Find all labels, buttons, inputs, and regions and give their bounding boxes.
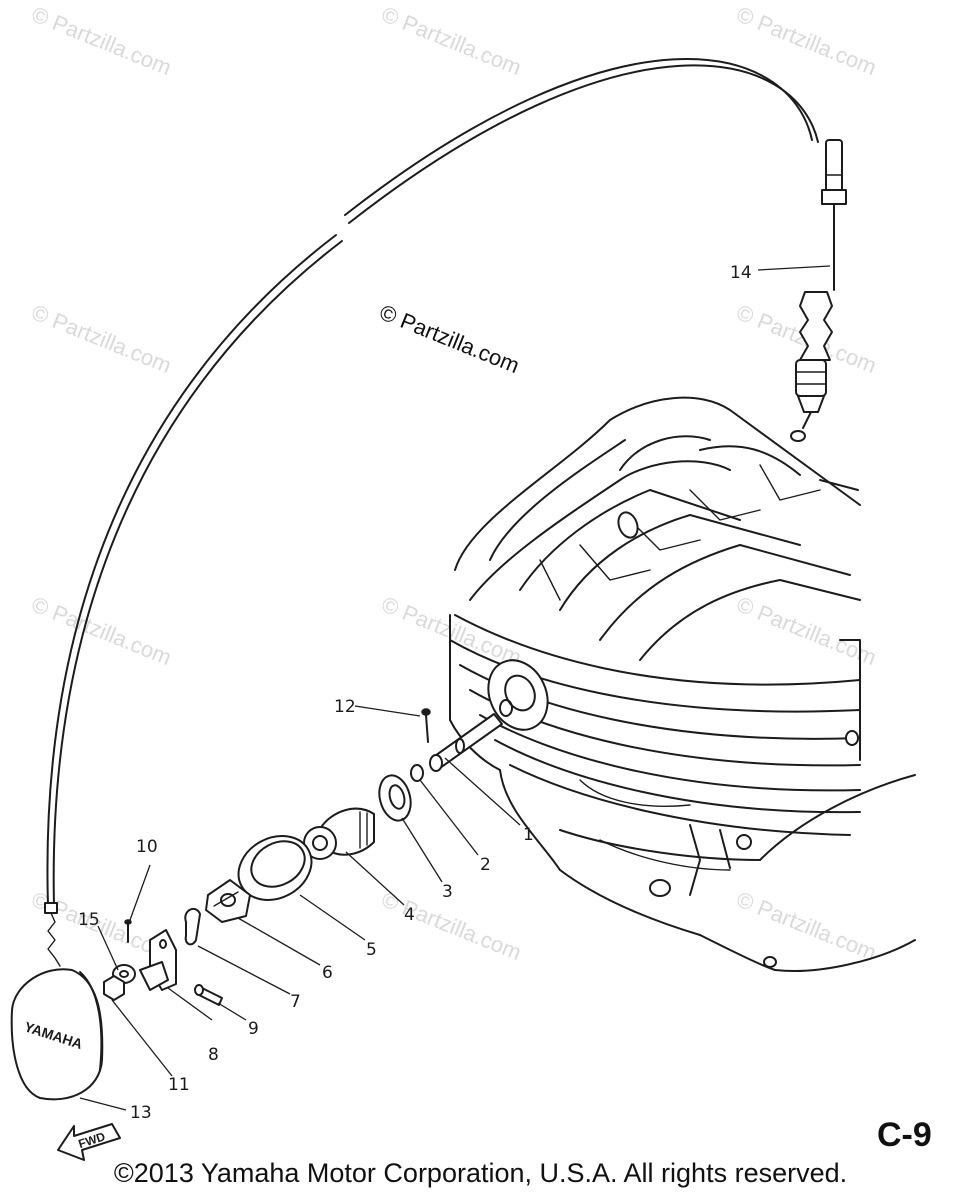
watermark: © Partzilla.com [378, 591, 525, 670]
part-9-bolt [194, 984, 223, 1006]
part-8-bracket [139, 929, 177, 991]
watermark: © Partzilla.com [28, 1, 175, 80]
part-10-screw [124, 919, 132, 943]
part-1-shaft [429, 713, 503, 772]
leader-lines [79, 265, 831, 1111]
callout-8: 8 [208, 1045, 219, 1065]
part-7-clip [184, 907, 201, 946]
callout-12: 12 [334, 697, 356, 717]
fwd-arrow-icon: FWD [57, 1123, 121, 1161]
page-code: C-9 [877, 1116, 932, 1154]
part-3-seal [378, 774, 412, 822]
watermarks: © Partzilla.com © Partzilla.com © Partzi… [28, 1, 880, 965]
callout-7: 7 [290, 992, 301, 1012]
cable [44, 58, 847, 967]
callout-6: 6 [322, 963, 333, 983]
callout-4: 4 [404, 905, 415, 925]
watermark: © Partzilla.com [733, 886, 880, 965]
part-5-cover [237, 835, 313, 901]
callout-9: 9 [248, 1019, 259, 1039]
part-12-pin [421, 708, 431, 743]
part-2-o-ring [410, 764, 424, 782]
watermark-main: © Partzilla.com [376, 299, 523, 378]
callout-10: 10 [136, 837, 158, 857]
watermark: © Partzilla.com [733, 591, 880, 670]
callout-5: 5 [366, 940, 377, 960]
copyright-notice: ©2013 Yamaha Motor Corporation, U.S.A. A… [113, 1158, 848, 1188]
callout-11: 11 [168, 1075, 190, 1095]
engine [449, 396, 916, 972]
callout-15: 15 [78, 910, 100, 930]
watermark: © Partzilla.com [28, 299, 175, 378]
callout-13: 13 [130, 1103, 152, 1123]
callout-1: 1 [523, 825, 534, 845]
part-4-bushing [303, 807, 375, 860]
part-6-lever [205, 879, 251, 923]
watermark: © Partzilla.com [28, 591, 175, 670]
part-13-cover: YAMAHA [10, 968, 104, 1101]
watermark: © Partzilla.com [733, 1, 880, 80]
callouts: 1 2 3 4 5 6 7 8 9 10 11 12 13 14 15 [78, 263, 752, 1123]
watermark: © Partzilla.com [378, 1, 525, 80]
callout-2: 2 [480, 855, 491, 875]
callout-3: 3 [442, 882, 453, 902]
callout-14: 14 [730, 263, 752, 283]
part-11-nut [103, 975, 125, 1001]
